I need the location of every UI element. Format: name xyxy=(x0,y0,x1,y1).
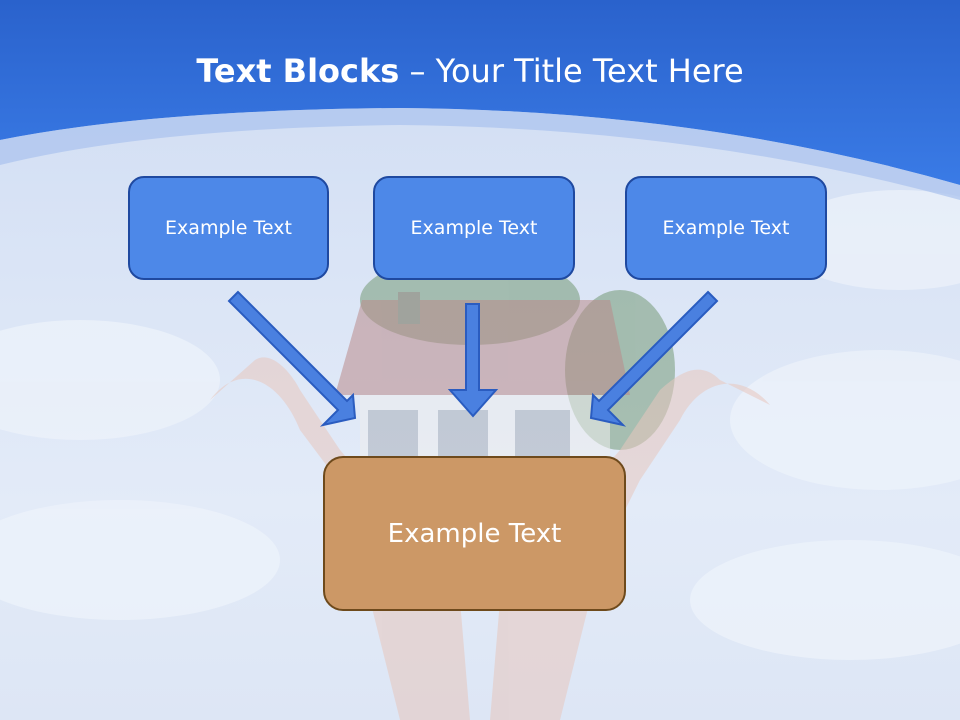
text-box-center-label: Example Text xyxy=(410,217,538,239)
text-box-left-label: Example Text xyxy=(165,217,292,239)
hands-illustration xyxy=(210,357,770,720)
header-highlight xyxy=(0,108,960,200)
text-box-bottom: Example Text xyxy=(323,456,626,611)
title-bold: Text Blocks xyxy=(196,52,400,90)
slide-title: Text Blocks – Your Title Text Here xyxy=(0,52,940,90)
title-dash: – xyxy=(399,52,436,90)
header-band xyxy=(0,0,960,185)
title-rest: Your Title Text Here xyxy=(435,52,744,90)
cloud-shapes xyxy=(0,190,960,660)
text-box-left: Example Text xyxy=(128,176,329,280)
text-box-center: Example Text xyxy=(373,176,575,280)
house-illustration xyxy=(335,292,630,470)
text-box-bottom-label: Example Text xyxy=(387,518,562,549)
text-box-right: Example Text xyxy=(625,176,827,280)
text-box-right-label: Example Text xyxy=(662,217,790,239)
